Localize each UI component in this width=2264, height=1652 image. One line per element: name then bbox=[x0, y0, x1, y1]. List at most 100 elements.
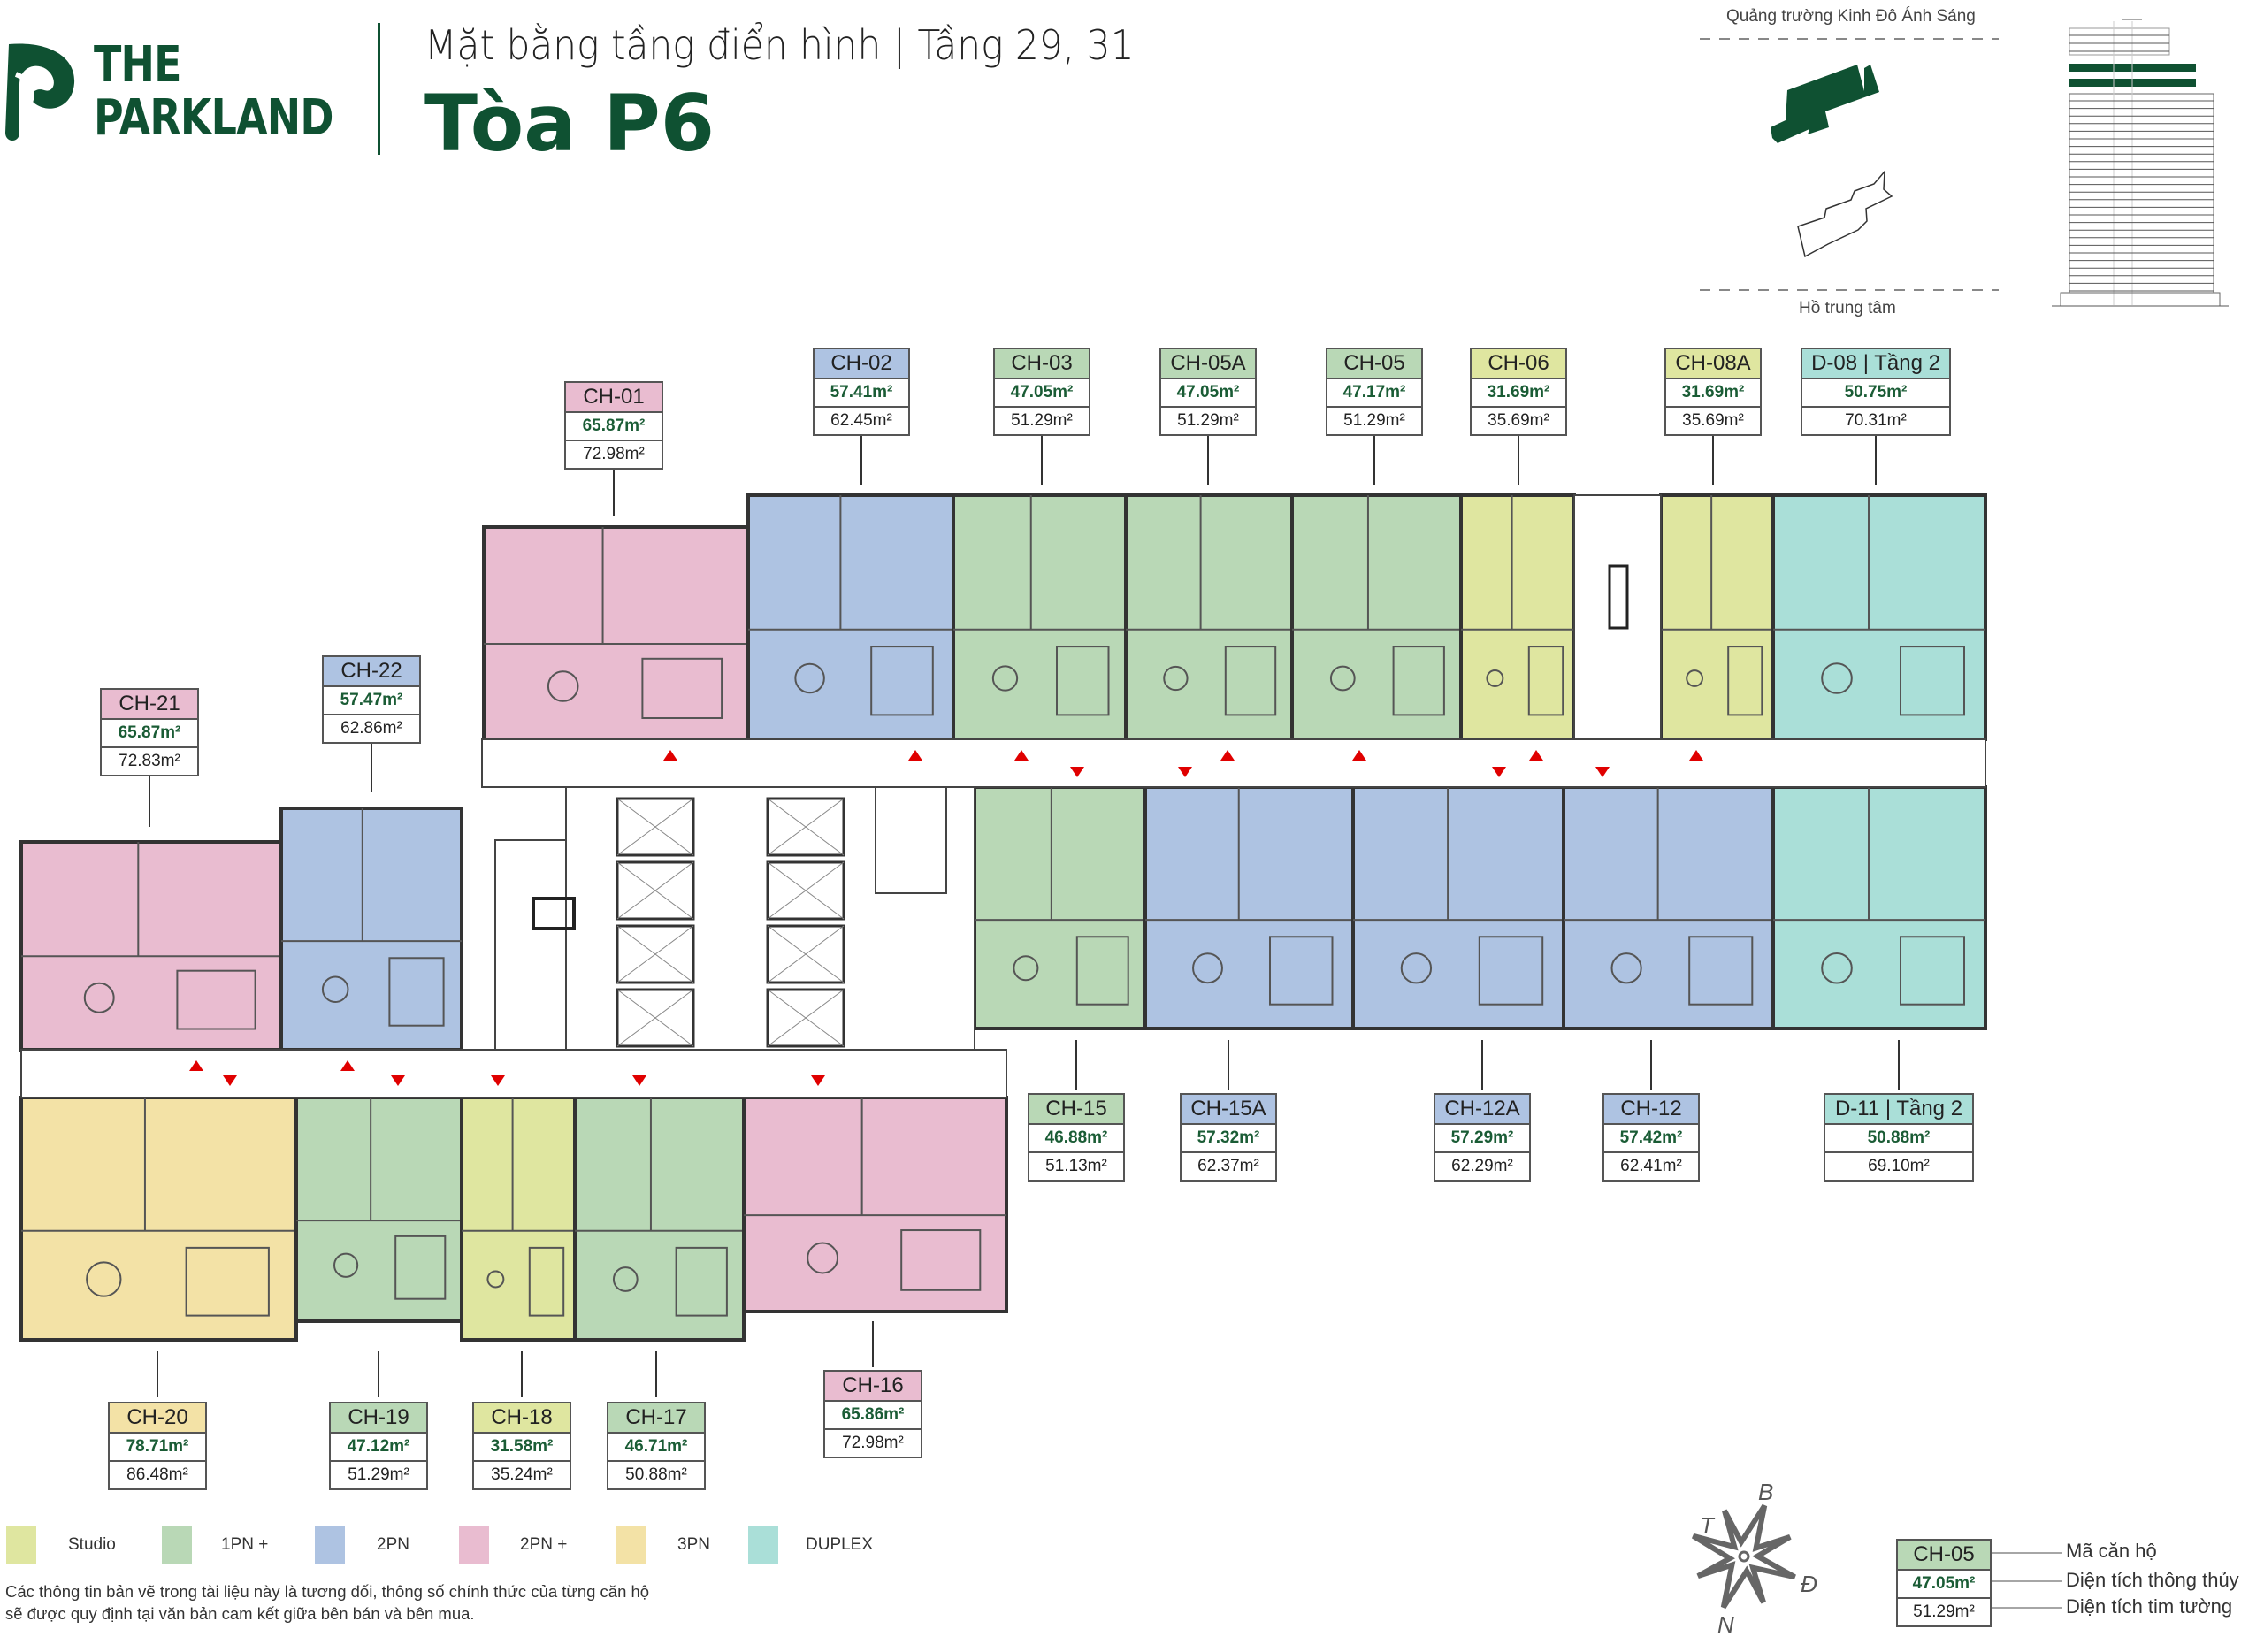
unit-footprint bbox=[482, 525, 750, 741]
dining-table bbox=[1486, 669, 1504, 687]
net-area: 31.58m² bbox=[474, 1434, 570, 1462]
unit-ch-05a[interactable] bbox=[1124, 493, 1294, 741]
neighbor-tower-footprint bbox=[1797, 169, 1893, 258]
dining-table bbox=[333, 1252, 359, 1278]
unit-footprint bbox=[294, 1096, 463, 1323]
unit-code: CH-20 bbox=[110, 1403, 205, 1434]
entrance-marker-icon bbox=[340, 1060, 355, 1071]
unit-ch-15a[interactable] bbox=[1143, 785, 1355, 1030]
unit-code: CH-19 bbox=[331, 1403, 426, 1434]
unit-footprint bbox=[1771, 493, 1987, 741]
unit-code: CH-16 bbox=[825, 1372, 921, 1402]
north-context-label: Quảng trường Kinh Đô Ánh Sáng bbox=[1726, 7, 1976, 26]
bathroom bbox=[394, 1235, 447, 1300]
building-core bbox=[20, 494, 1986, 1098]
dining-table bbox=[612, 1266, 639, 1292]
unit-d-11[interactable] bbox=[1771, 785, 1987, 1030]
gross-area: 35.69m² bbox=[1488, 411, 1549, 430]
bathroom bbox=[388, 957, 445, 1027]
unit-ch-20[interactable] bbox=[19, 1096, 298, 1342]
unit-code: CH-08A bbox=[1666, 349, 1760, 379]
unit-footprint bbox=[1124, 493, 1294, 741]
unit-ch-12a[interactable] bbox=[1351, 785, 1565, 1030]
net-area: 65.87m² bbox=[566, 413, 662, 441]
net-area: 57.47m² bbox=[324, 687, 419, 715]
brand-line-2: PARKLAND bbox=[94, 89, 334, 147]
unit-ch-03[interactable] bbox=[952, 493, 1128, 741]
unit-ch-01[interactable] bbox=[482, 525, 750, 741]
bathroom bbox=[1900, 936, 1965, 1006]
unit-ch-05[interactable] bbox=[1290, 493, 1463, 741]
gross-area: 72.98m² bbox=[842, 1434, 904, 1452]
unit-d-08[interactable] bbox=[1771, 493, 1987, 741]
unit-code: CH-15 bbox=[1029, 1095, 1123, 1125]
entrance-marker-icon bbox=[1352, 750, 1366, 761]
unit-ch-21[interactable] bbox=[19, 840, 283, 1052]
net-area: 65.87m² bbox=[102, 720, 197, 748]
unit-ch-02[interactable] bbox=[746, 493, 955, 741]
unit-code: D-08 | Tầng 2 bbox=[1802, 349, 1949, 379]
compass-north: B bbox=[1758, 1479, 1774, 1505]
unit-ch-19[interactable] bbox=[294, 1096, 463, 1323]
bathroom bbox=[1900, 646, 1965, 716]
gross-area: 51.29m² bbox=[1343, 411, 1405, 430]
key-leader-lines bbox=[1992, 1552, 2062, 1609]
dining-table bbox=[86, 1261, 122, 1297]
entrance-marker-icon bbox=[1178, 767, 1192, 777]
unit-ch-18[interactable] bbox=[460, 1096, 577, 1342]
entrance-marker-icon bbox=[491, 1075, 505, 1086]
dining-table bbox=[1686, 669, 1703, 687]
unit-ch-16[interactable] bbox=[742, 1096, 1008, 1313]
gross-area: 35.69m² bbox=[1682, 411, 1744, 430]
unit-code: CH-03 bbox=[995, 349, 1089, 379]
entrance-marker-icon bbox=[1529, 750, 1543, 761]
bathroom bbox=[641, 657, 723, 719]
bathroom bbox=[528, 1246, 565, 1317]
unit-ch-22[interactable] bbox=[279, 807, 463, 1052]
gross-area: 50.88m² bbox=[625, 1465, 687, 1484]
gross-area: 51.29m² bbox=[1011, 411, 1073, 430]
entrance-marker-icon bbox=[811, 1075, 825, 1086]
bathroom bbox=[900, 1229, 982, 1291]
legend-swatch bbox=[6, 1526, 36, 1564]
unit-footprint bbox=[1659, 493, 1775, 741]
unit-ch-08a[interactable] bbox=[1659, 493, 1775, 741]
unit-ch-15[interactable] bbox=[973, 785, 1147, 1030]
bathroom bbox=[870, 646, 934, 716]
unit-footprint bbox=[1290, 493, 1463, 741]
unit-ch-12[interactable] bbox=[1562, 785, 1775, 1030]
unit-footprint bbox=[973, 785, 1147, 1030]
parkland-logo-icon bbox=[5, 43, 75, 141]
disclaimer-line-2: sẽ được quy định tại văn bản cam kết giữ… bbox=[5, 1604, 475, 1623]
unit-footprint bbox=[1771, 785, 1987, 1030]
net-area: 50.75m² bbox=[1802, 379, 1949, 408]
gross-area: 62.29m² bbox=[1451, 1157, 1513, 1175]
net-area: 47.05m² bbox=[1161, 379, 1255, 408]
unit-ch-06[interactable] bbox=[1459, 493, 1576, 741]
gross-area: 72.98m² bbox=[583, 445, 645, 463]
unit-ch-17[interactable] bbox=[573, 1096, 746, 1342]
bathroom bbox=[185, 1246, 270, 1317]
dining-table bbox=[83, 982, 115, 1013]
dining-table bbox=[1400, 952, 1433, 984]
